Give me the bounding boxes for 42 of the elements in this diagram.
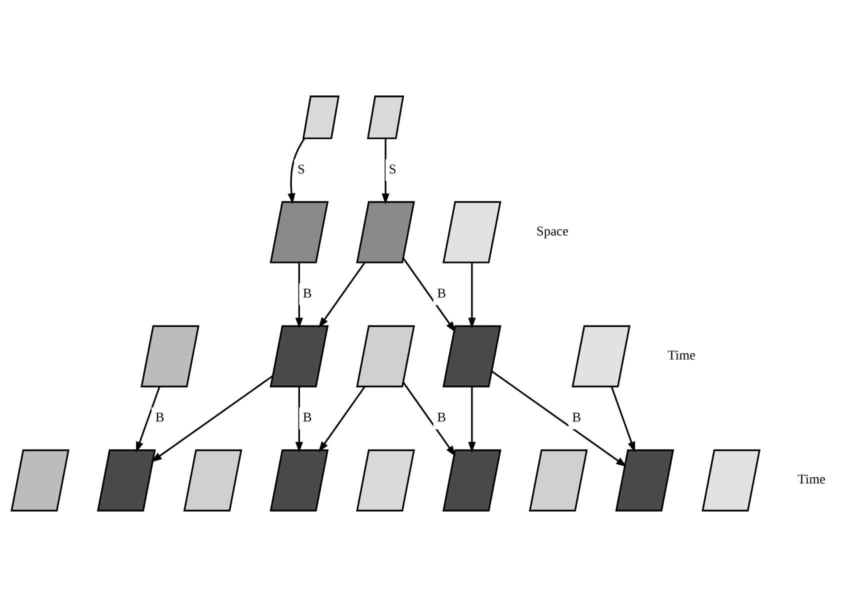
edge-label: B bbox=[437, 285, 446, 300]
node-parallelogram bbox=[356, 201, 415, 264]
label: Space bbox=[536, 223, 568, 238]
node-parallelogram bbox=[96, 449, 156, 512]
edge-label: B bbox=[302, 410, 312, 425]
arrow bbox=[136, 386, 160, 453]
arrow bbox=[468, 262, 476, 329]
arrow bbox=[468, 386, 476, 453]
arrow bbox=[318, 262, 366, 328]
label: Time bbox=[798, 472, 826, 487]
edge-label: S bbox=[297, 161, 305, 176]
arrow bbox=[382, 138, 390, 204]
node-parallelogram bbox=[572, 325, 631, 388]
node-parallelogram bbox=[302, 96, 340, 140]
node-parallelogram bbox=[356, 449, 415, 512]
edge-label: B bbox=[155, 410, 164, 425]
node-parallelogram bbox=[270, 325, 329, 388]
edge-label: S bbox=[388, 161, 396, 176]
arrow bbox=[295, 386, 303, 453]
node-parallelogram bbox=[442, 201, 502, 264]
edge-label: B bbox=[302, 285, 312, 300]
arrow bbox=[288, 138, 306, 204]
arrow bbox=[402, 382, 456, 457]
node-parallelogram bbox=[702, 449, 760, 512]
node-parallelogram bbox=[528, 449, 588, 512]
arrow bbox=[402, 258, 456, 333]
node-parallelogram bbox=[183, 449, 242, 512]
edge-label: B bbox=[437, 410, 446, 425]
node-parallelogram bbox=[366, 96, 404, 140]
arrow bbox=[610, 386, 636, 453]
node-parallelogram bbox=[270, 201, 329, 264]
node-parallelogram bbox=[442, 449, 502, 512]
node-parallelogram bbox=[270, 449, 329, 512]
node-parallelogram bbox=[356, 325, 415, 388]
node-parallelogram bbox=[10, 449, 70, 512]
arrow bbox=[295, 262, 303, 329]
edge-label: B bbox=[572, 410, 582, 425]
label: Time bbox=[668, 348, 696, 363]
arrow bbox=[318, 386, 366, 452]
node-parallelogram bbox=[442, 325, 502, 388]
arrow bbox=[491, 370, 627, 468]
node-parallelogram bbox=[140, 325, 200, 388]
